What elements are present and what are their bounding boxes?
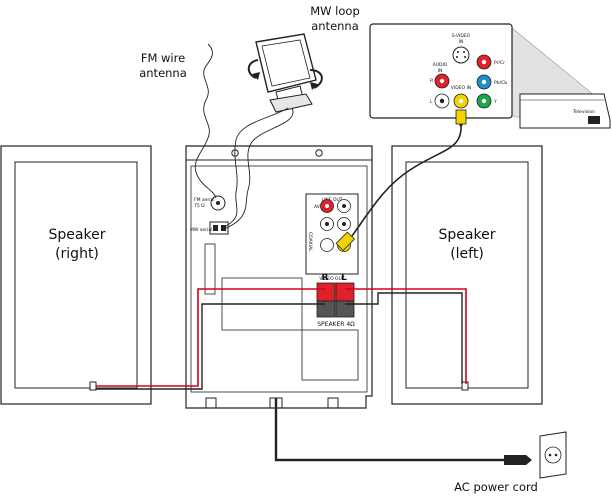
mw-aerial-terminal: MW aerial xyxy=(190,221,229,235)
video-out-aux-jack xyxy=(320,238,334,252)
video-cable-plug-tv xyxy=(455,109,467,125)
tv-svideo-jack xyxy=(452,46,470,64)
fm-aerial-label: FM aerial xyxy=(194,197,215,203)
speaker-right-wire-red xyxy=(96,288,325,387)
coaxial-label: COAXIAL xyxy=(307,232,313,252)
ac-power-cord-label: AC power cord xyxy=(454,480,538,494)
tv-svideo-label: S-VIDEO xyxy=(452,33,471,39)
speaker-terminals: R L SPEAKER 4Ω xyxy=(316,273,355,328)
mw-antenna-sublabel: antenna xyxy=(311,19,359,33)
av-label: AV xyxy=(314,204,321,210)
tv-svideo-in-label: IN xyxy=(459,39,464,45)
video-out-label: VIDEO OUT xyxy=(319,276,345,282)
mw-aerial-label: MW aerial xyxy=(190,227,212,233)
video-cable-plug-unit xyxy=(335,231,356,252)
mw-loop-antenna: MW loop antenna xyxy=(221,4,360,231)
ac-power-cord: AC power cord xyxy=(274,398,567,494)
tv-r-label: R xyxy=(430,78,433,84)
tv-y-label: Y xyxy=(493,99,497,105)
fm-aerial-jack: FM aerial 75 Ω xyxy=(194,195,226,211)
speaker-l-black-terminal xyxy=(335,300,355,318)
speaker-left-wire-red xyxy=(345,288,467,384)
speaker-l-label: L xyxy=(341,273,347,283)
fm-aerial-ohm-label: 75 Ω xyxy=(194,203,205,209)
tv-audio-label: AUDIO xyxy=(433,62,448,68)
speaker-wires xyxy=(96,288,467,390)
speaker-left-terminal xyxy=(461,381,469,391)
speaker-left-label: Speaker xyxy=(439,227,496,243)
speaker-terminal-label: SPEAKER 4Ω xyxy=(317,321,355,328)
tv-audio-in-label: IN xyxy=(438,68,443,74)
speaker-right-label: Speaker xyxy=(49,227,106,243)
tv-l-label: L xyxy=(430,99,433,105)
speaker-left-sublabel: (left) xyxy=(450,246,484,262)
tv-rear-panel-inset: Television S-VIDEO IN AUDIO IN R L VIDEO… xyxy=(369,23,611,129)
speaker-right-wire-black xyxy=(96,303,325,390)
speaker-right-sublabel: (right) xyxy=(55,246,99,262)
speaker-r-label: R xyxy=(322,273,329,283)
speaker-l-red-terminal xyxy=(335,282,355,302)
video-cable xyxy=(335,109,467,252)
tv-video-in-label: VIDEO IN xyxy=(451,85,471,91)
line-out-label: LINE OUT xyxy=(321,197,342,203)
tv-pr-label: Pr/Cr xyxy=(494,60,505,66)
speaker-r-black-terminal xyxy=(316,300,336,318)
speaker-r-red-terminal xyxy=(316,282,336,302)
fm-wire-antenna: FM wire antenna xyxy=(139,43,217,199)
speaker-left-wire-black xyxy=(345,292,463,384)
speaker-left-panel: Speaker (left) xyxy=(391,145,543,405)
tv-pb-label: Pb/Cb xyxy=(494,80,507,86)
mw-antenna-label: MW loop xyxy=(310,4,360,18)
fm-antenna-sublabel: antenna xyxy=(139,66,187,80)
speaker-right-panel: Speaker (right) xyxy=(0,145,152,405)
fm-antenna-label: FM wire xyxy=(141,51,185,65)
speaker-right-terminal xyxy=(89,381,97,391)
television-label: Television xyxy=(572,109,595,115)
